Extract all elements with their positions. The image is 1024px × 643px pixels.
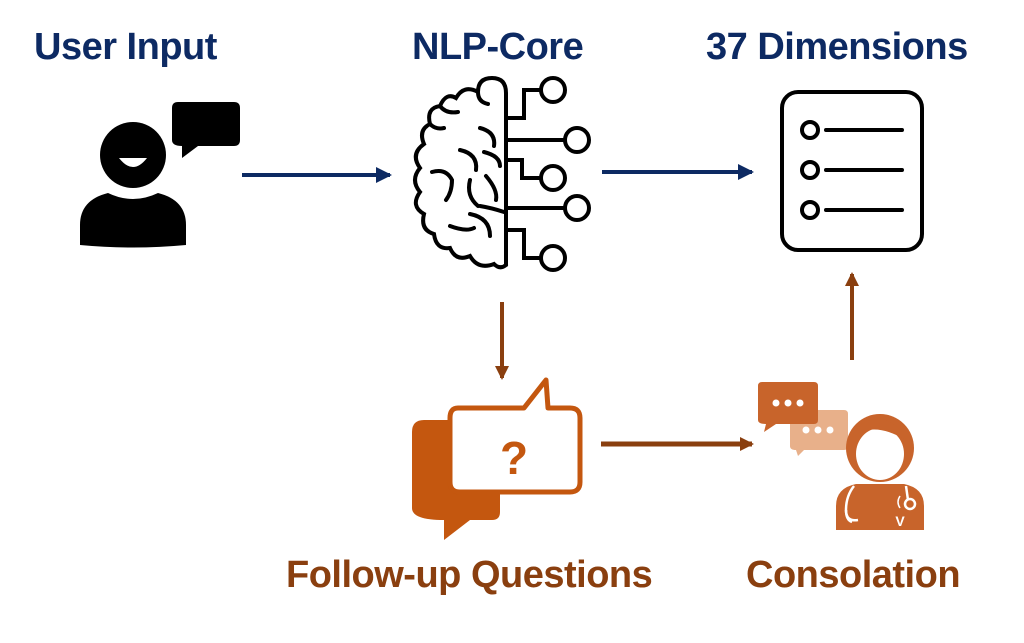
question-mark: ?	[500, 432, 528, 484]
doctor-chat-icon: V	[758, 382, 924, 530]
user-body	[80, 193, 186, 248]
brain-outline	[413, 75, 508, 270]
brain-circuit-icon	[413, 75, 591, 272]
user-smile	[119, 158, 147, 167]
user-speech-icon	[80, 102, 240, 248]
chat-bubble-dark	[758, 382, 818, 432]
checklist-icon	[780, 90, 924, 252]
nlp-core-label: NLP-Core	[412, 26, 584, 68]
consolation-label: Consolation	[746, 554, 961, 596]
speech-bubble	[172, 102, 240, 158]
follow-up-questions-label: Follow-up Questions	[286, 554, 653, 596]
user-input-label: User Input	[34, 26, 217, 68]
user-head	[100, 122, 166, 188]
checklist-frame	[780, 90, 924, 252]
front-bubble	[447, 377, 583, 495]
svg-text:V: V	[895, 513, 905, 529]
dimensions-label: 37 Dimensions	[706, 26, 968, 68]
doctor-body	[836, 484, 924, 530]
question-chat-icon: ?	[412, 377, 583, 540]
